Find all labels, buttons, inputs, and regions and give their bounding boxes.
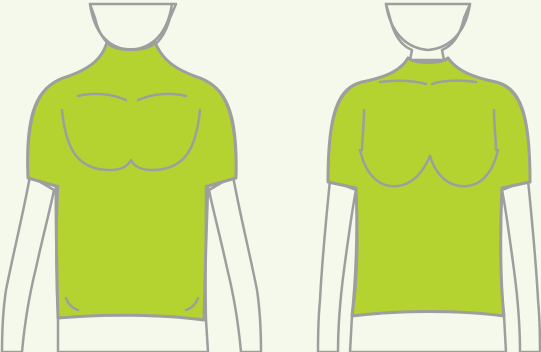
female-waist (350, 312, 506, 352)
male-waist (58, 315, 208, 352)
female-top (328, 58, 530, 316)
